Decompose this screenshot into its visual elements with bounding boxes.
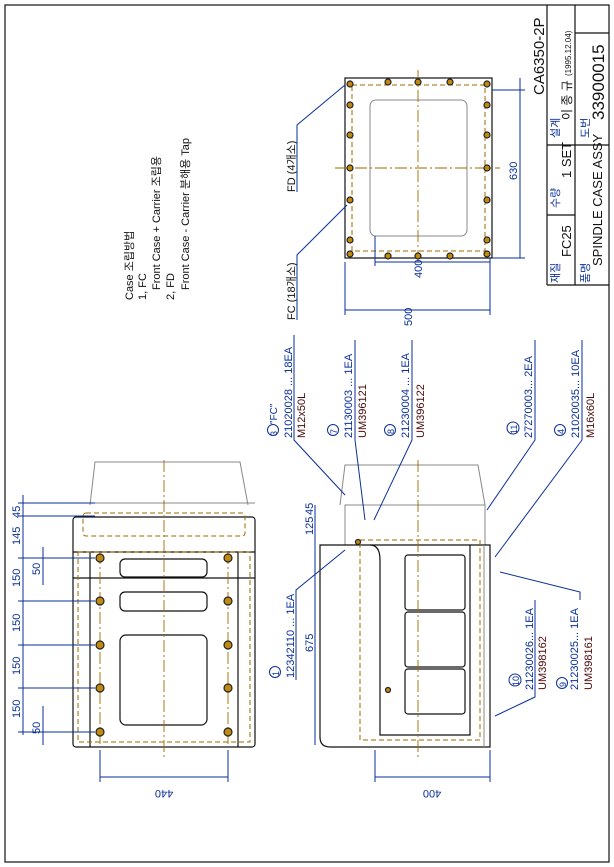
left-dim-150-b: 150 bbox=[11, 614, 23, 632]
callout-9-num: 9 bbox=[558, 682, 568, 687]
top-dim-height: 630 bbox=[508, 162, 520, 180]
notes-item2: 2, FD bbox=[165, 273, 177, 300]
notes-item2-desc: Front Case - Carrier 분해용 Tap bbox=[178, 138, 192, 290]
callout-7-num: 7 bbox=[329, 429, 339, 434]
drawing-no-value: 33900015 bbox=[589, 44, 608, 120]
bolt-hole bbox=[346, 236, 354, 244]
bolt-hole bbox=[483, 196, 491, 204]
left-dim-150-d: 150 bbox=[11, 700, 23, 718]
left-view: 45 145 150 150 150 150 50 50 440 bbox=[11, 460, 256, 799]
bolt-hole bbox=[95, 683, 105, 693]
bolt-hole bbox=[483, 131, 491, 139]
bolt-hole bbox=[346, 196, 354, 204]
callout-11-part: 27270003... 2EA bbox=[523, 355, 535, 438]
bolt-hole bbox=[95, 727, 105, 737]
quantity-value: 1 SET bbox=[559, 142, 574, 178]
bolt-hole bbox=[346, 80, 354, 88]
bolt-hole bbox=[346, 164, 354, 172]
callout-1-part: 12342110 ... 1EA bbox=[285, 593, 297, 678]
right-dim-width: 400 bbox=[423, 787, 441, 799]
material-label: 재질 bbox=[549, 263, 562, 283]
left-dim-50-bottom: 50 bbox=[31, 722, 43, 734]
bolt-hole bbox=[483, 80, 491, 88]
drawing-no-label: 도번 bbox=[579, 118, 592, 138]
bolt-hole bbox=[483, 236, 491, 244]
bolt-hole bbox=[446, 252, 454, 260]
callout-8-part: 21230004 ... 1EA bbox=[400, 352, 412, 438]
top-dim-outer-width: 500 bbox=[403, 308, 415, 326]
callout-10-part: 21230026... 1EA bbox=[524, 607, 536, 690]
notes-item1: 1, FC bbox=[137, 273, 149, 300]
bolt-hole bbox=[223, 727, 233, 737]
bolt-hole bbox=[223, 553, 233, 563]
fd-label: FD (4개소) bbox=[285, 141, 298, 192]
bolt-hole bbox=[384, 252, 392, 260]
fc-label: FC (18개소) bbox=[285, 262, 298, 320]
right-view: 675 125 45 400 bbox=[304, 460, 491, 799]
part-name-value: SPINDLE CASE ASSY bbox=[590, 133, 605, 266]
right-dim-125: 125 bbox=[304, 517, 316, 535]
callout-8-num: 8 bbox=[386, 429, 396, 434]
designer-value: 이 종 규 bbox=[560, 80, 574, 120]
right-dim-45: 45 bbox=[304, 503, 316, 515]
bolt-hole bbox=[414, 252, 422, 260]
bolt-hole bbox=[95, 596, 105, 606]
callout-7-spec: UM396121 bbox=[357, 384, 369, 438]
top-dim-inner-width: 400 bbox=[413, 260, 425, 278]
title-block: CA6350-2P 재질 FC25 수량 1 SET 설계 이 종 규 (199… bbox=[531, 5, 609, 286]
callout-9-part: 21230025... 1EA bbox=[569, 607, 581, 690]
top-view: 630 400 500 FD (4개소) FC (18개소) bbox=[285, 70, 525, 326]
bolt-hole bbox=[95, 553, 105, 563]
callout-1-num: 1 bbox=[271, 671, 281, 676]
bolt-hole bbox=[223, 683, 233, 693]
bolt-hole bbox=[483, 101, 491, 109]
callout-9-spec: UM398161 bbox=[583, 636, 595, 690]
bolt-hole bbox=[346, 131, 354, 139]
callouts: "FC" 3 21020028 ... 18EA M12x50L 7 21130… bbox=[267, 335, 597, 717]
callout-3-tag: "FC" bbox=[269, 403, 280, 424]
left-dim-50-top: 50 bbox=[31, 563, 43, 575]
left-dim-145: 145 bbox=[11, 527, 23, 545]
left-dim-width: 440 bbox=[155, 787, 173, 799]
left-dim-150-a: 150 bbox=[11, 569, 23, 587]
callout-7-part: 21130003 ... 1EA bbox=[343, 353, 355, 438]
bolt-hole bbox=[414, 78, 422, 86]
bolt-hole bbox=[483, 164, 491, 172]
bolt-hole bbox=[223, 640, 233, 650]
bolt-hole bbox=[223, 596, 233, 606]
notes-item1-desc: Front Case + Carrier 조립용 bbox=[150, 156, 163, 290]
callout-3-spec: M12x50L bbox=[296, 393, 308, 438]
callout-bubble bbox=[267, 424, 279, 436]
material-value: FC25 bbox=[559, 225, 574, 257]
callout-10-num: 10 bbox=[511, 676, 521, 686]
notes-title: Case 조립방법 bbox=[123, 231, 136, 300]
bolt-hole bbox=[446, 78, 454, 86]
part-name-label: 품명 bbox=[579, 263, 592, 283]
left-dim-45: 45 bbox=[11, 506, 23, 518]
bolt-hole bbox=[483, 250, 491, 258]
callout-4-spec: M16x60L bbox=[585, 393, 597, 438]
sheet-border bbox=[4, 4, 610, 863]
callout-3-num: 3 bbox=[269, 431, 279, 436]
callout-3-part: 21020028 ... 18EA bbox=[283, 346, 295, 438]
drawing-code: CA6350-2P bbox=[531, 17, 548, 95]
bolt-hole bbox=[384, 78, 392, 86]
bolt-hole bbox=[346, 250, 354, 258]
right-dim-675: 675 bbox=[304, 634, 316, 652]
quantity-label: 수량 bbox=[549, 188, 562, 208]
callout-4-part: 21020035... 10EA bbox=[570, 349, 582, 438]
bolt-hole bbox=[95, 640, 105, 650]
callout-8-spec: UM396122 bbox=[415, 384, 427, 438]
left-dim-150-c: 150 bbox=[11, 657, 23, 675]
bolt-hole bbox=[346, 101, 354, 109]
callout-11-num: 11 bbox=[509, 425, 519, 434]
assembly-notes: Case 조립방법 1, FC Front Case + Carrier 조립용… bbox=[123, 138, 192, 300]
callout-10-spec: UM398162 bbox=[537, 636, 549, 690]
callout-4-num: 4 bbox=[556, 429, 566, 434]
designer-label: 설계 bbox=[549, 118, 562, 138]
design-date: (1995.12.04) bbox=[564, 30, 573, 76]
